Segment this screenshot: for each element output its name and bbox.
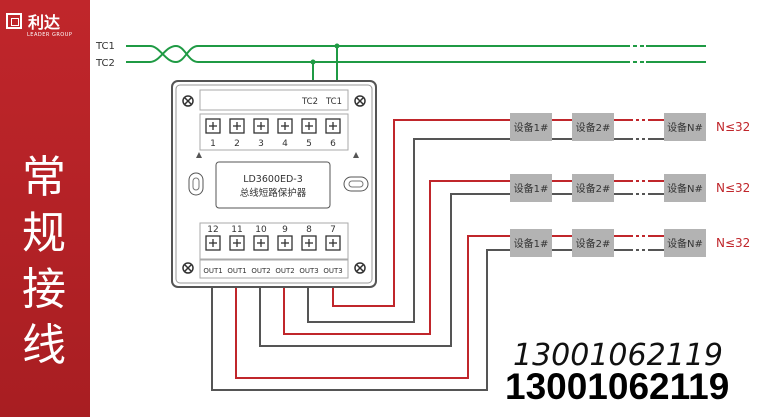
out-label: OUT3 [323,267,342,275]
limit-label: N≤32 [716,120,750,134]
branch-row: 设备1# 设备2# 设备N# N≤32 [510,229,750,257]
device-label: 设备1# [514,237,549,250]
protector-device: TC2 TC1 1 2 3 4 5 6 12 11 10 9 8 7 OUT1 … [171,80,377,288]
device-label: 设备2# [576,182,611,195]
phone-number-bold: 13001062119 [505,366,730,407]
out-label: OUT2 [275,267,294,275]
terminal-number: 1 [210,139,216,149]
device-label: 设备N# [667,182,703,195]
triangle-icon [353,152,359,158]
device-box [664,229,706,257]
terminal-number: 4 [282,139,288,149]
device-box [572,229,614,257]
triangle-icon [196,152,202,158]
terminal-number: 10 [255,225,267,235]
bus-label-tc1: TC1 [95,41,115,52]
terminal-number: 3 [258,139,264,149]
terminal-number: 9 [282,225,288,235]
device-label: 设备2# [576,121,611,134]
bus-label-tc2: TC2 [95,58,115,69]
junction-dot [334,43,340,49]
terminal-number: 6 [330,139,336,149]
device-model: LD3600ED-3 [243,174,303,185]
title-char: 规 [22,208,66,259]
title-char: 常 [22,152,66,203]
vertical-title: 常 规 接 线 [14,150,74,374]
bus-lines [126,44,706,86]
gray-wires [211,138,510,391]
limit-label: N≤32 [716,236,750,250]
red-wires [235,119,510,379]
device-box [664,174,706,202]
branch-row: 设备1# 设备2# 设备N# N≤32 [510,174,750,202]
device-box [510,174,552,202]
out-label: OUT1 [227,267,246,275]
title-char: 接 [22,264,66,315]
device-label: 设备N# [667,237,703,250]
terminal-row-bottom [205,235,341,251]
label-tc2: TC2 [301,97,318,107]
device-label: 设备1# [514,121,549,134]
device-label: 设备2# [576,237,611,250]
brand-sidebar: 利达 LEADER GROUP 常 规 接 线 [0,0,90,417]
device-box [664,113,706,141]
logo-text: 利达 [28,13,61,32]
branch-row: 设备1# 设备2# 设备N# N≤32 [510,113,750,141]
device-box [510,113,552,141]
device-box [572,174,614,202]
device-box [572,113,614,141]
terminal-number: 12 [207,225,218,235]
label-tc1: TC1 [325,97,342,107]
device-label: 设备N# [667,121,703,134]
limit-label: N≤32 [716,181,750,195]
terminal-number: 8 [306,225,312,235]
title-char: 线 [22,320,66,371]
logo-icon [6,13,22,29]
device-box [510,229,552,257]
logo-subtitle: LEADER GROUP [27,32,73,38]
terminal-number: 5 [306,139,312,149]
out-label: OUT1 [203,267,222,275]
phone-number-handwritten: 13001062119 [513,338,723,373]
terminal-number: 2 [234,139,240,149]
terminal-row-top [205,118,341,134]
out-label: OUT2 [251,267,270,275]
out-label: OUT3 [299,267,318,275]
terminal-number: 11 [231,225,242,235]
device-label: 设备1# [514,182,549,195]
junction-dot [310,59,316,65]
screw-icon [182,95,366,274]
device-name: 总线短路保护器 [240,187,307,199]
terminal-number: 7 [330,225,336,235]
